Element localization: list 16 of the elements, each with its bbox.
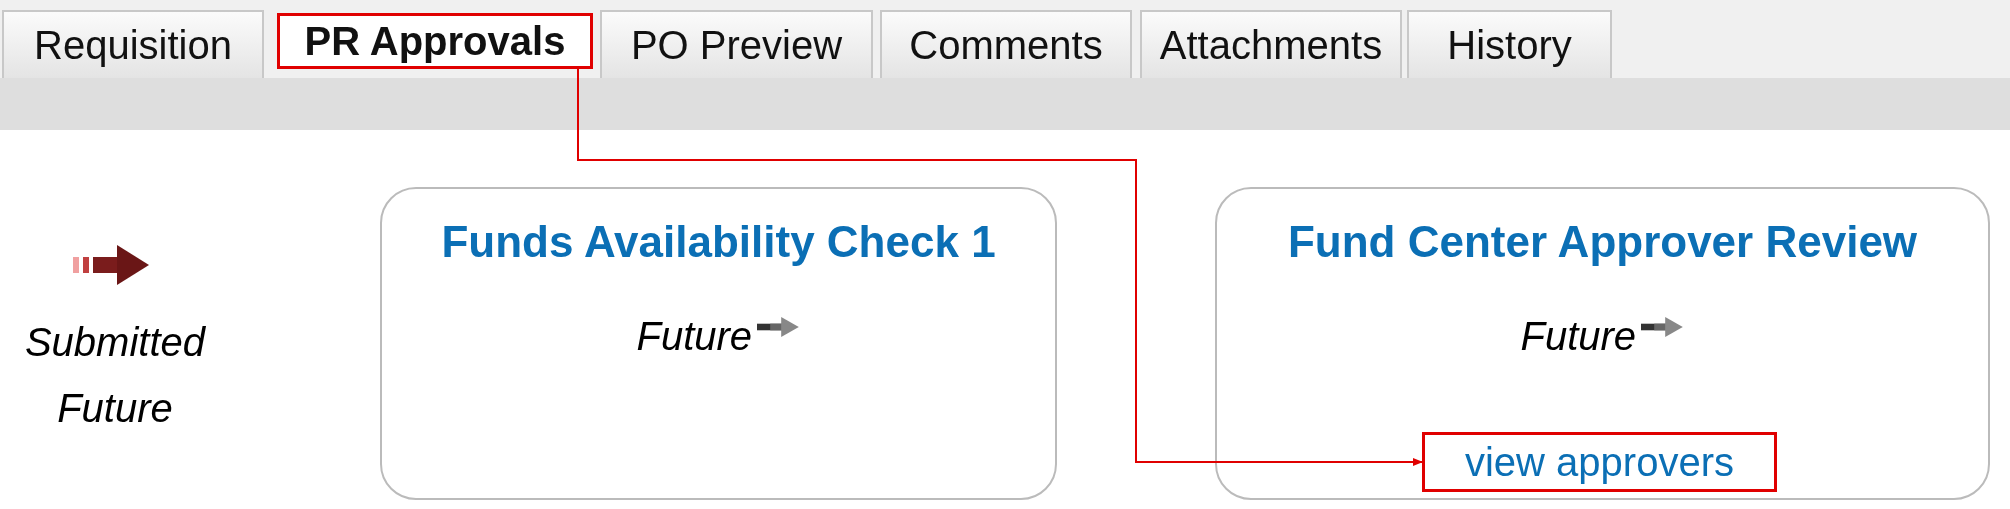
view-link: view approvers (1422, 432, 1777, 492)
annotation-arrow (577, 68, 1423, 466)
tab: Requisition (2, 10, 264, 78)
tab: Comments (880, 10, 1132, 78)
status-text: Future (636, 314, 753, 358)
status-text: Future (1520, 314, 1637, 358)
stage-name: Submitted (23, 320, 207, 365)
tab: PR Approvals (277, 13, 593, 69)
card-title: Funds Availability Check 1 (440, 217, 997, 267)
stage-card (380, 187, 1057, 500)
card-title: Fund Center Approver Review (1286, 217, 1919, 267)
tab: History (1407, 10, 1612, 78)
tab: PO Preview (600, 10, 873, 78)
stage-card (1215, 187, 1990, 500)
tab: Attachments (1140, 10, 1402, 78)
status-text: Future (56, 386, 174, 431)
